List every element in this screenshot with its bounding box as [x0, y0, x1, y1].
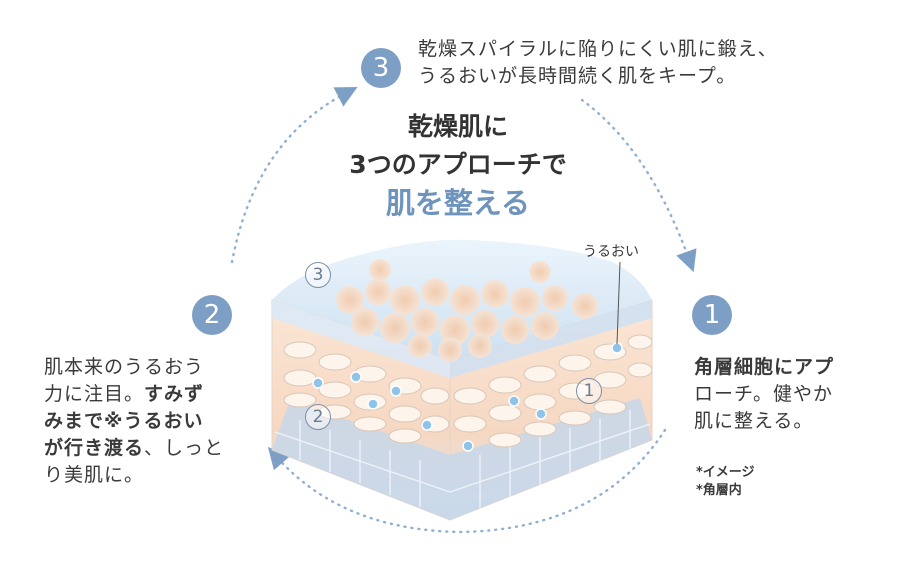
step-3-line-1: 乾燥スパイラルに陥りにくい肌に鍛え、: [418, 38, 778, 60]
step-3-badge: 3: [361, 48, 401, 88]
skin-block: [271, 239, 653, 521]
step-3-description: 乾燥スパイラルに陥りにくい肌に鍛え、 うるおいが長時間続く肌をキープ。: [418, 36, 778, 90]
step-2-line-1: 肌本来のうるおう: [44, 356, 205, 378]
step-2-line-4: が行き渡る、しっと: [44, 435, 224, 462]
uruoi-label: うるおい: [583, 244, 639, 260]
step-2-line-2-bold: すみず: [144, 383, 205, 405]
footnotes: *イメージ *角層内: [696, 464, 755, 500]
center-heading-accent: 肌を整える: [385, 186, 531, 220]
step-2-line-2: 力に注目。すみず: [44, 381, 224, 408]
center-heading-line-2: 3つのアプローチで: [349, 150, 567, 179]
arrow-1-to-2: [267, 428, 667, 534]
layer-marker-2: 2: [305, 404, 331, 430]
step-1-line-1: 角層細胞にアプ: [694, 356, 835, 378]
step-2-line-3: みまで※うるおい: [44, 410, 204, 432]
step-2-line-5: り美肌に。: [44, 464, 145, 486]
step-2-description: 肌本来のうるおう 力に注目。すみず みまで※うるおい が行き渡る、しっと り美肌…: [44, 354, 224, 489]
center-heading-line-1: 乾燥肌に: [407, 112, 508, 141]
center-heading: 乾燥肌に 3つのアプローチで 肌を整える: [320, 108, 596, 222]
step-3-line-2: うるおいが長時間続く肌をキープ。: [418, 65, 737, 87]
arrow-3-to-1: [580, 98, 697, 273]
arrow-2-to-3: [230, 87, 358, 264]
step-1-badge: 1: [692, 295, 732, 335]
footnote-1: *イメージ: [696, 465, 755, 480]
step-1-line-3: 肌に整える。: [694, 410, 814, 432]
layer-marker-1: 1: [576, 378, 602, 404]
step-2-badge: 2: [192, 295, 232, 335]
step-2-line-2-normal: 力に注目。: [44, 383, 145, 405]
step-2-line-4-bold: が行き渡る: [44, 437, 145, 459]
layer-marker-3: 3: [305, 262, 331, 288]
step-2-line-4-normal: 、しっと: [144, 437, 225, 459]
step-1-line-2: ローチ。健やか: [694, 383, 834, 405]
footnote-2: *角層内: [696, 483, 742, 498]
step-1-description: 角層細胞にアプ ローチ。健やか 肌に整える。: [694, 354, 834, 435]
